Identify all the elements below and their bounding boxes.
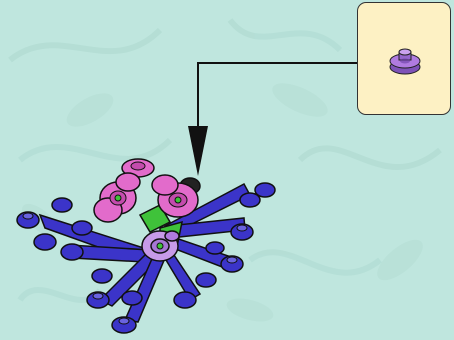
parts-callout [357,2,451,115]
round-plate-1x1-icon [389,48,421,75]
arrow-down-icon [188,126,208,176]
